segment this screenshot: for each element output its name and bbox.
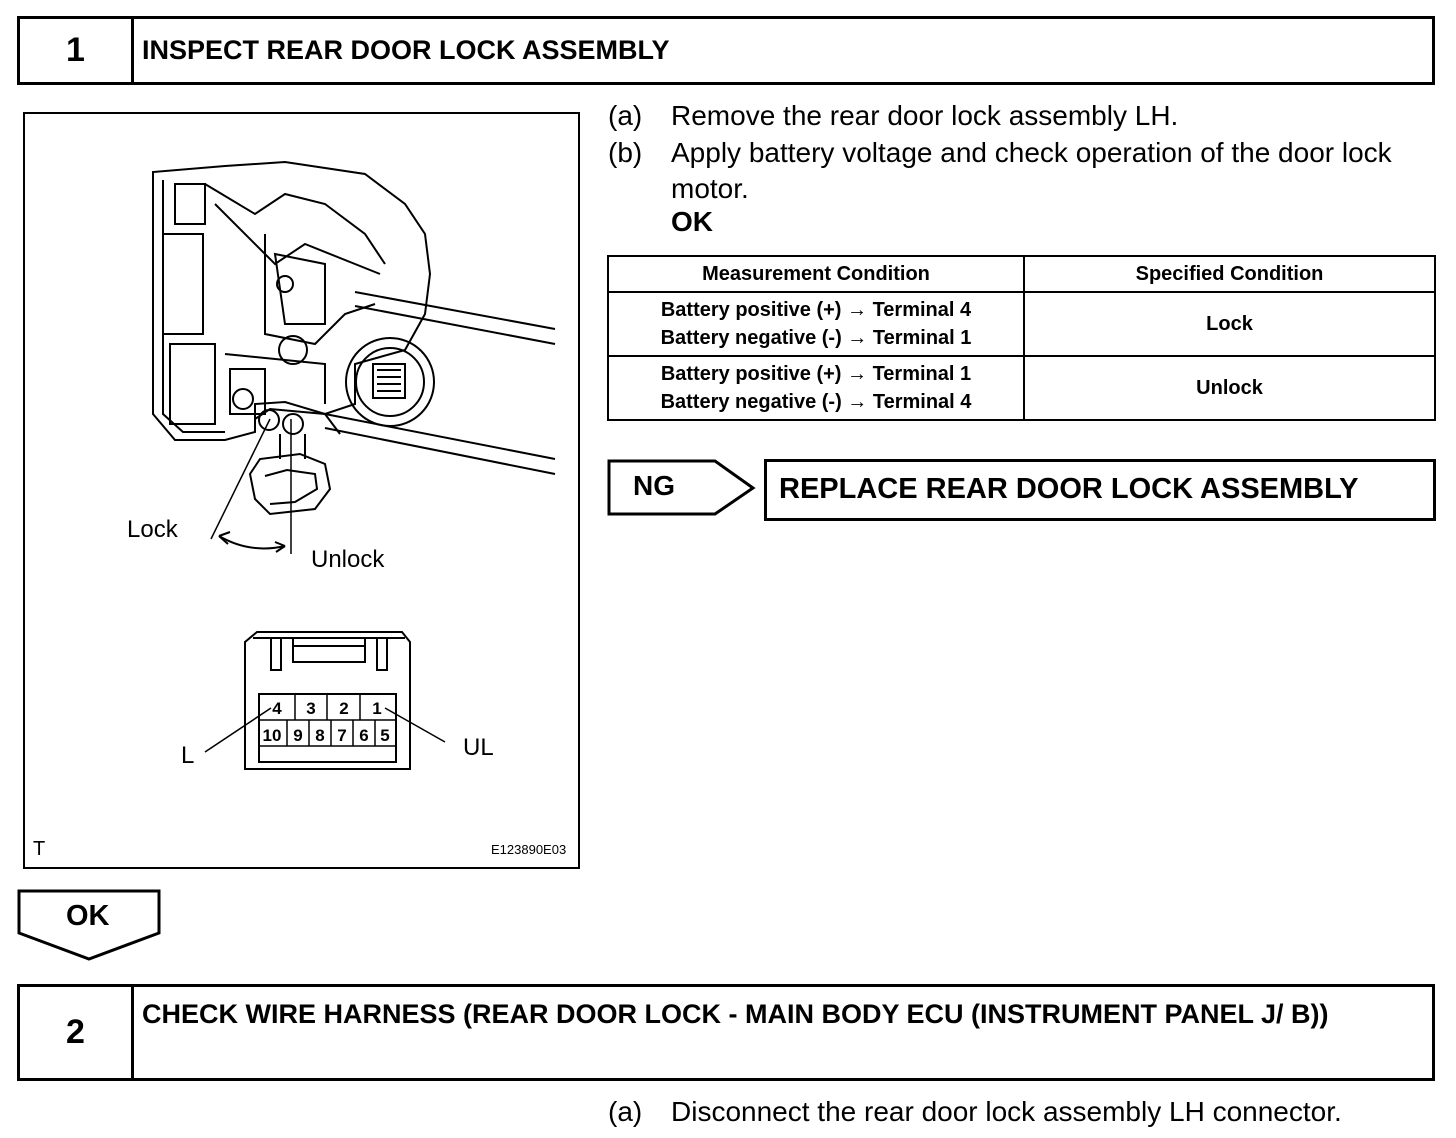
instruction-label: (a): [608, 1096, 643, 1127]
ng-action-box: REPLACE REAR DOOR LOCK ASSEMBLY: [764, 459, 1436, 521]
ng-arrow-shape: [607, 459, 756, 516]
ng-label: NG: [633, 470, 675, 501]
instruction-text: Apply battery voltage and check operatio…: [671, 137, 1392, 204]
terminal-5: 5: [380, 726, 389, 745]
condition-line: Battery positive (+) → Terminal 4: [660, 299, 972, 321]
door-lock-illustration: 4 3 2 1 10 9 8 7 6 5 Lock Unlock L UL T …: [23, 112, 580, 869]
condition-line: Battery negative (-) → Terminal 1: [660, 327, 972, 349]
terminal-2: 2: [339, 699, 348, 718]
table-row: Battery positive (+) → Terminal 1 Batter…: [607, 355, 1436, 421]
step-title: INSPECT REAR DOOR LOCK ASSEMBLY: [142, 35, 670, 65]
step-2-header: 2 CHECK WIRE HARNESS (REAR DOOR LOCK - M…: [17, 984, 1435, 1081]
specified-cell: Unlock: [1023, 355, 1436, 421]
lock-label: Lock: [127, 516, 178, 543]
instruction-label: (a): [608, 100, 643, 131]
step-title: CHECK WIRE HARNESS (REAR DOOR LOCK - MAI…: [142, 999, 1329, 1029]
specification-table: Measurement Condition Specified Conditio…: [607, 255, 1436, 421]
door-lock-drawing: 4 3 2 1 10 9 8 7 6 5: [152, 160, 556, 770]
ul-terminal-label: UL: [463, 734, 494, 761]
step-number: 1: [20, 19, 134, 82]
terminal-1: 1: [372, 699, 381, 718]
terminal-7: 7: [337, 726, 346, 745]
terminal-8: 8: [315, 726, 324, 745]
ok-branch-label: OK: [66, 900, 110, 932]
corner-mark: T: [33, 838, 46, 860]
instruction-text: Disconnect the rear door lock assembly L…: [671, 1096, 1342, 1127]
terminal-4: 4: [272, 699, 282, 718]
instruction-label: (b): [608, 137, 643, 168]
terminal-10: 10: [263, 726, 282, 745]
step-number: 2: [20, 987, 134, 1078]
terminal-9: 9: [293, 726, 302, 745]
header-specified-condition: Specified Condition: [1023, 255, 1436, 293]
terminal-3: 3: [306, 699, 315, 718]
ok-result-text: OK: [671, 206, 713, 237]
table-header-row: Measurement Condition Specified Conditio…: [607, 255, 1436, 293]
ok-arrow-shape: [17, 889, 161, 961]
l-terminal-label: L: [181, 742, 195, 769]
terminal-6: 6: [359, 726, 368, 745]
step-1-header: 1 INSPECT REAR DOOR LOCK ASSEMBLY: [17, 16, 1435, 85]
figure-code: E123890E03: [491, 842, 567, 857]
measurement-cell: Battery positive (+) → Terminal 1 Batter…: [607, 355, 1025, 421]
measurement-cell: Battery positive (+) → Terminal 4 Batter…: [607, 291, 1025, 357]
table-row: Battery positive (+) → Terminal 4 Batter…: [607, 291, 1436, 357]
specified-cell: Lock: [1023, 291, 1436, 357]
condition-line: Battery negative (-) → Terminal 4: [660, 391, 972, 413]
condition-line: Battery positive (+) → Terminal 1: [660, 363, 972, 385]
header-measurement-condition: Measurement Condition: [607, 255, 1025, 293]
unlock-label: Unlock: [311, 546, 385, 573]
instruction-text: Remove the rear door lock assembly LH.: [671, 100, 1179, 131]
